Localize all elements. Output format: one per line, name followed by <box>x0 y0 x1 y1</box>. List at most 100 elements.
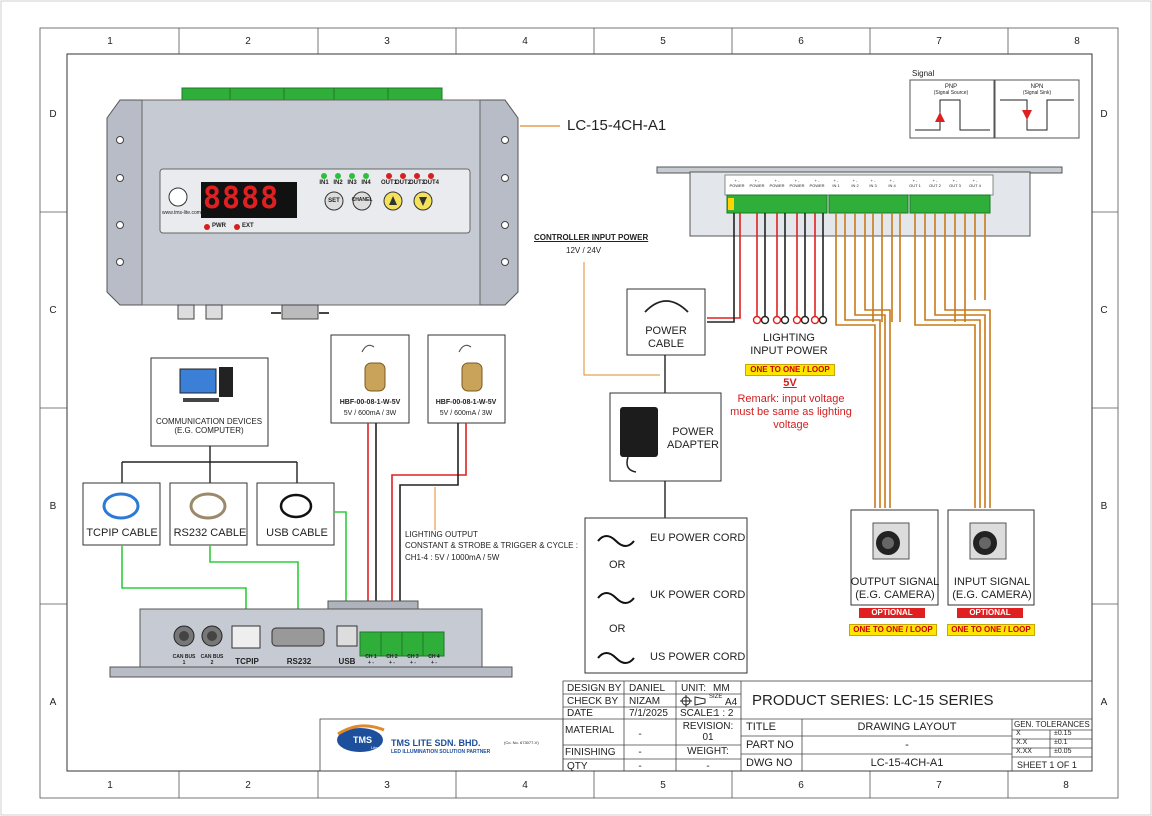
row-letter: B <box>49 501 57 512</box>
tolerance-key: X <box>1016 730 1021 737</box>
check-by-label: CHECK BY <box>567 696 619 707</box>
company-reg: (Co. No. 673077-V) <box>504 740 539 745</box>
lighting-output-title: LIGHTING OUTPUT <box>405 530 478 539</box>
light-spec: 5V / 600mA / 3W <box>439 410 493 417</box>
port-label: CH 4 + - <box>428 654 440 666</box>
port-label: CH 1 + - <box>365 654 377 666</box>
col-number: 7 <box>936 36 942 47</box>
tolerance-value: ±0.15 <box>1054 730 1072 737</box>
col-number: 2 <box>245 780 251 791</box>
logo-sub: Lite <box>371 745 378 750</box>
or-label: OR <box>609 559 626 571</box>
power-cable-box <box>626 288 706 356</box>
scale-value: 1 : 2 <box>714 708 734 719</box>
model-label: LC-15-4CH-A1 <box>567 117 667 134</box>
row-letter: A <box>49 697 57 708</box>
set-button[interactable]: SET <box>328 198 340 204</box>
lighting-input-terminals <box>752 315 828 325</box>
terminal-label: + - POWER <box>809 178 825 188</box>
indicator-label: IN2 <box>333 180 343 186</box>
indicator-label: OUT1 <box>380 180 398 186</box>
row-letter: C <box>1100 305 1108 316</box>
terminal-label: + - POWER <box>789 178 805 188</box>
port-label: RS232 <box>286 657 312 666</box>
col-number: 1 <box>107 36 113 47</box>
material-value: - <box>638 729 642 740</box>
lighting-output-spec: CH1-4 : 5V / 1000mA / 5W <box>405 553 500 562</box>
indicator-label: OUT2 <box>394 180 412 186</box>
dwg-no-value: LC-15-4CH-A1 <box>870 757 944 769</box>
bar-light-icon <box>458 344 483 392</box>
tolerance-key: X.XX <box>1016 748 1032 755</box>
product-series: PRODUCT SERIES: LC-15 SERIES <box>752 692 994 709</box>
projection-symbol <box>680 695 706 707</box>
usb-cable-icon <box>279 493 313 519</box>
col-number: 3 <box>384 780 390 791</box>
optional-badge: OPTIONAL <box>957 608 1023 618</box>
port-label: CAN BUS 2 <box>200 654 224 666</box>
title-block-grid <box>319 680 1093 772</box>
frame-ticks <box>40 28 1118 798</box>
indicator-label: OUT3 <box>408 180 426 186</box>
rs232-cable-label: RS232 CABLE <box>173 527 247 539</box>
voltage-label: 5V <box>783 377 797 389</box>
qty-value: - <box>638 761 642 772</box>
terminal-label: + - OUT 3 <box>949 178 961 188</box>
rs232-cable-icon <box>189 492 227 520</box>
indicator-label: IN4 <box>361 180 371 186</box>
title-value: DRAWING LAYOUT <box>857 721 957 733</box>
row-letter: D <box>1100 109 1108 120</box>
row-letter: C <box>49 305 57 316</box>
pnp-label: PNP <box>944 84 958 90</box>
row-letter: D <box>49 109 57 120</box>
channel-button[interactable]: CHANEL <box>351 197 373 203</box>
computer-icon <box>179 367 233 402</box>
revision-value: 01 <box>702 732 714 743</box>
logo-url: www.tms-lite.com <box>162 210 201 216</box>
check-by-value: NIZAM <box>629 696 661 707</box>
light-spec: 5V / 600mA / 3W <box>343 410 397 417</box>
terminal-label: + - POWER <box>769 178 785 188</box>
part-no-value: - <box>905 739 909 751</box>
controller-front-view <box>106 87 519 320</box>
tcpip-cable-label: TCPIP CABLE <box>86 527 158 539</box>
top-terminal-block <box>656 166 1063 237</box>
indicator-label: OUT4 <box>422 180 440 186</box>
revision-label: REVISION: <box>682 721 734 732</box>
col-number: 1 <box>107 780 113 791</box>
controller-input-voltage: 12V / 24V <box>566 246 602 255</box>
col-number: 5 <box>660 36 666 47</box>
camera-icon <box>969 522 1007 560</box>
eu-cord-icon <box>597 535 635 547</box>
finishing-label: FINISHING <box>565 747 616 758</box>
outer-frame <box>39 27 1119 799</box>
size-value: A4 <box>725 697 738 708</box>
communication-device-label: COMMUNICATION DEVICES (E.G. COMPUTER) <box>155 417 263 436</box>
us-cord-icon <box>597 652 635 664</box>
col-number: 3 <box>384 36 390 47</box>
output-signal-label: OUTPUT SIGNAL (E.G. CAMERA) <box>850 576 940 601</box>
port-label: TCPIP <box>235 657 259 666</box>
tolerance-key: X.X <box>1016 739 1028 746</box>
tolerance-value: ±0.1 <box>1054 739 1068 746</box>
or-label: OR <box>609 623 626 635</box>
dwg-no-label: DWG NO <box>746 757 793 769</box>
eu-power-cord-label: EU POWER CORD <box>650 532 746 544</box>
pnp-sub: (Signal Source) <box>933 90 969 96</box>
date-value: 7/1/2025 <box>629 708 668 719</box>
tms-logo <box>337 724 385 752</box>
usb-cable-label: USB CABLE <box>266 527 328 539</box>
controller-input-title: CONTROLLER INPUT POWER <box>534 233 649 242</box>
col-number: 7 <box>936 780 942 791</box>
camera-icon <box>872 522 910 560</box>
finishing-value: - <box>638 747 642 758</box>
input-power-leader <box>583 262 660 376</box>
col-number: 6 <box>798 36 804 47</box>
lighting-output-modes: CONSTANT & STROBE & TRIGGER & CYCLE : <box>405 541 578 550</box>
one-to-one-badge: ONE TO ONE / LOOP <box>745 364 835 376</box>
design-by-value: DANIEL <box>629 683 666 694</box>
power-adapter-icon <box>620 407 658 457</box>
col-number: 4 <box>522 780 528 791</box>
